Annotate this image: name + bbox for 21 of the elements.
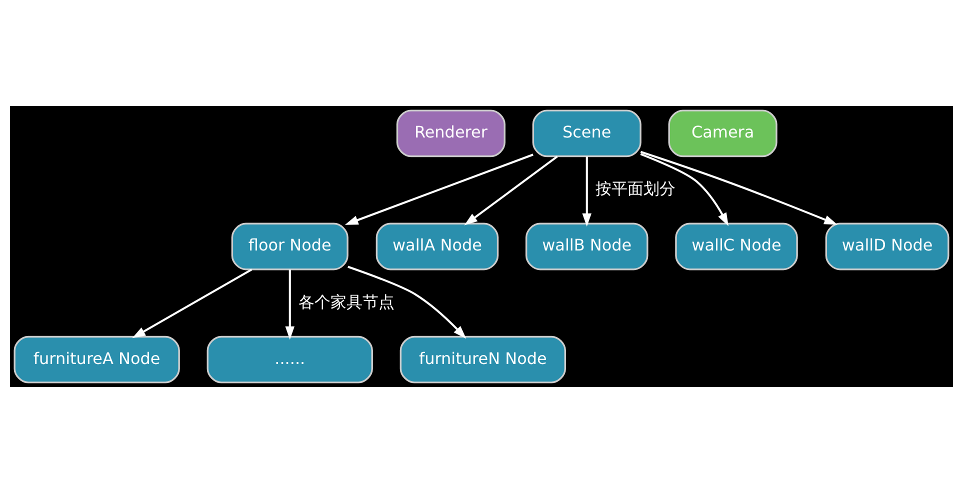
node-box: Renderer	[396, 109, 505, 157]
node-box: furnitureA Node	[13, 335, 180, 383]
node-box: furnitureN Node	[399, 335, 566, 383]
node-box: wallC Node	[674, 222, 798, 270]
node-box: Scene	[532, 109, 641, 157]
edge-label: 按平面划分	[595, 178, 676, 198]
arrow	[344, 153, 533, 224]
node-box: floor Node	[230, 222, 348, 270]
edge-label: 各个家具节点	[298, 292, 394, 311]
node-box: wallB Node	[524, 222, 648, 270]
arrow	[347, 265, 466, 338]
arrow	[582, 156, 592, 226]
node-box: wallA Node	[375, 222, 498, 270]
arrow	[132, 268, 252, 338]
arrow	[640, 150, 837, 224]
node-box: ......	[206, 335, 372, 383]
node-box: Camera	[668, 109, 777, 157]
arrow	[640, 152, 728, 226]
arrow	[464, 155, 558, 225]
node-box: wallD Node	[824, 222, 949, 270]
arrow	[284, 269, 294, 340]
